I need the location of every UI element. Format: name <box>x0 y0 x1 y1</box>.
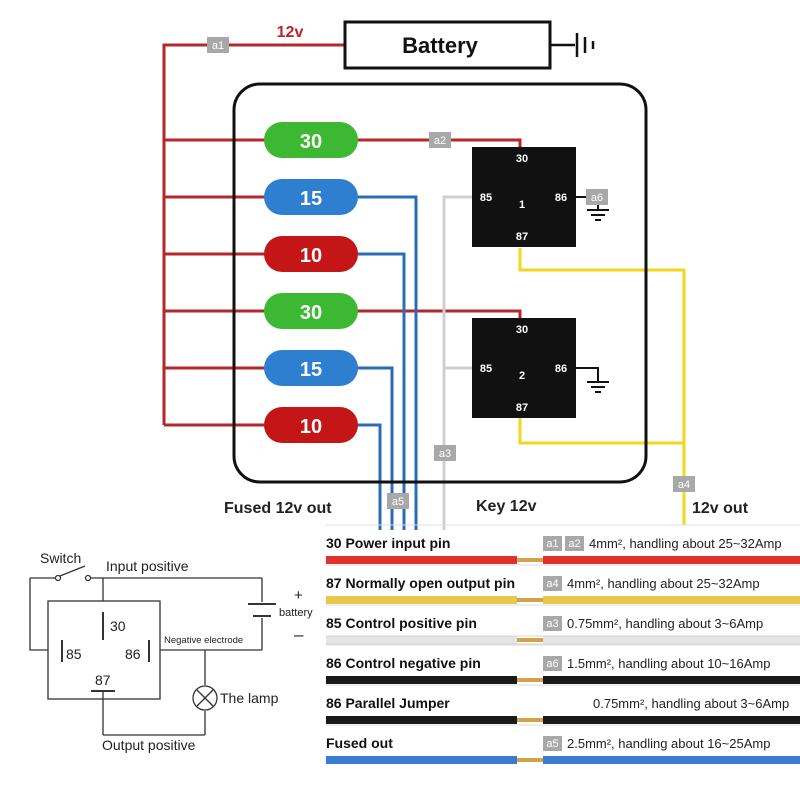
relay-schematic <box>29 577 276 736</box>
fuse-5: 15 <box>264 350 358 386</box>
wire-legend: 30 Power input pin a1 a2 4mm², handling abo… <box>326 524 800 764</box>
battery-label-small: battery <box>279 607 313 619</box>
yellow-output-wires <box>518 248 686 525</box>
legend-title: Fused out <box>326 735 393 751</box>
relay-pin-86: 86 <box>555 192 567 204</box>
tag-a2: a2 <box>429 132 451 148</box>
fuse-3: 10 <box>264 236 358 272</box>
legend-desc: 1.5mm², handling about 10~16Amp <box>567 656 770 671</box>
legend-row: 85 Control positive pin a3 0.75mm², handli… <box>326 604 800 645</box>
blue-fused-wires <box>355 195 418 530</box>
legend-tag: a2 <box>565 536 584 551</box>
fuse-panel-box <box>232 82 648 484</box>
fuse-label: 10 <box>300 416 322 438</box>
switch-label: Switch <box>40 550 81 566</box>
tag-text: a4 <box>678 479 690 491</box>
tag-a4: a4 <box>673 476 695 492</box>
negative-electrode-label: Negative electrode <box>164 635 243 646</box>
tag-a6: a6 <box>586 189 608 205</box>
legend-tag-text: a6 <box>546 658 558 670</box>
relay-pin-30: 30 <box>516 324 528 336</box>
relay-pin-85: 85 <box>480 363 492 375</box>
pin-85-label: 85 <box>66 646 82 662</box>
fuse-label: 15 <box>300 359 322 381</box>
legend-desc: 0.75mm², handling about 3~6Amp <box>567 616 763 631</box>
legend-tag: a3 <box>543 616 562 631</box>
tag-text: a6 <box>591 192 603 204</box>
relay-2: 2 30 85 86 87 <box>472 318 576 418</box>
lamp-icon <box>192 685 218 711</box>
legend-tag-text: a3 <box>546 618 558 630</box>
relay-pin-86: 86 <box>555 363 567 375</box>
legend-title: 30 Power input pin <box>326 535 450 551</box>
relay-pin-87: 87 <box>516 402 528 414</box>
legend-row: 30 Power input pin a1 a2 4mm², handling abo… <box>326 524 800 564</box>
lamp-label: The lamp <box>220 690 279 706</box>
tag-text: a3 <box>439 448 451 460</box>
battery-minus-label: – <box>294 625 304 644</box>
legend-tag-text: a1 <box>546 538 558 550</box>
ground-icon <box>575 33 595 57</box>
battery-label: Battery <box>402 33 479 58</box>
legend-title: 86 Control negative pin <box>326 655 481 671</box>
legend-tag: a6 <box>543 656 562 671</box>
legend-title: 87 Normally open output pin <box>326 575 515 591</box>
tag-a3: a3 <box>434 445 456 461</box>
battery-plus-label: + <box>294 587 303 604</box>
red-power-wires <box>162 43 522 427</box>
switch-icon <box>54 565 92 582</box>
legend-row: 87 Normally open output pin a4 4mm², handl… <box>326 564 800 604</box>
legend-desc: 4mm², handling about 25~32Amp <box>567 576 760 591</box>
legend-row: 86 Parallel Jumper 0.75mm², handling abou… <box>326 684 800 724</box>
relay-pin-87: 87 <box>516 231 528 243</box>
legend-desc: 4mm², handling about 25~32Amp <box>589 536 782 551</box>
legend-tag: a4 <box>543 576 562 591</box>
fuse-6: 10 <box>264 407 358 443</box>
fuse-label: 30 <box>300 131 322 153</box>
input-positive-label: Input positive <box>106 558 189 574</box>
fuse-4: 30 <box>264 293 358 329</box>
fuse-2: 15 <box>264 179 358 215</box>
fuse-label: 10 <box>300 245 322 267</box>
tag-a1: a1 <box>207 37 229 53</box>
fuse-label: 30 <box>300 302 322 324</box>
relay-pin-85: 85 <box>480 192 492 204</box>
output-positive-label: Output positive <box>102 737 196 753</box>
relay-pin-30: 30 <box>516 153 528 165</box>
pin-30-label: 30 <box>110 618 126 634</box>
relay-number: 2 <box>519 370 525 382</box>
fused-out-label: Fused 12v out <box>224 500 332 517</box>
legend-row: 86 Control negative pin a6 1.5mm², handlin… <box>326 644 800 684</box>
pin-87-label: 87 <box>95 672 111 688</box>
legend-desc: 0.75mm², handling about 3~6Amp <box>593 696 789 711</box>
ground-icon <box>576 367 609 393</box>
relay-number: 1 <box>519 199 525 211</box>
legend-tag: a1 <box>543 536 562 551</box>
legend-tag: a5 <box>543 736 562 751</box>
key-label: Key 12v <box>476 498 537 515</box>
legend-tag-text: a2 <box>568 538 580 550</box>
tag-a5: a5 <box>387 493 409 509</box>
legend-wire <box>326 635 800 645</box>
tag-text: a1 <box>212 40 224 52</box>
out-label: 12v out <box>692 500 749 517</box>
pin-86-label: 86 <box>125 646 141 662</box>
legend-row: Fused out a5 2.5mm², handling about 16~25A… <box>326 724 800 764</box>
legend-tag-text: a5 <box>546 738 558 750</box>
ground-icon <box>576 196 609 221</box>
tag-text: a2 <box>434 135 446 147</box>
fuse-label: 15 <box>300 188 322 210</box>
tag-text: a5 <box>392 496 404 508</box>
battery: Battery <box>343 20 595 70</box>
fuse-1: 30 <box>264 122 358 158</box>
grey-key-wires <box>442 195 472 530</box>
relay-1: 1 30 85 86 87 <box>472 147 576 247</box>
legend-title: 86 Parallel Jumper <box>326 695 450 711</box>
legend-tag-text: a4 <box>546 578 558 590</box>
voltage-label: 12v <box>277 24 304 41</box>
legend-title: 85 Control positive pin <box>326 615 477 631</box>
legend-desc: 2.5mm², handling about 16~25Amp <box>567 736 770 751</box>
